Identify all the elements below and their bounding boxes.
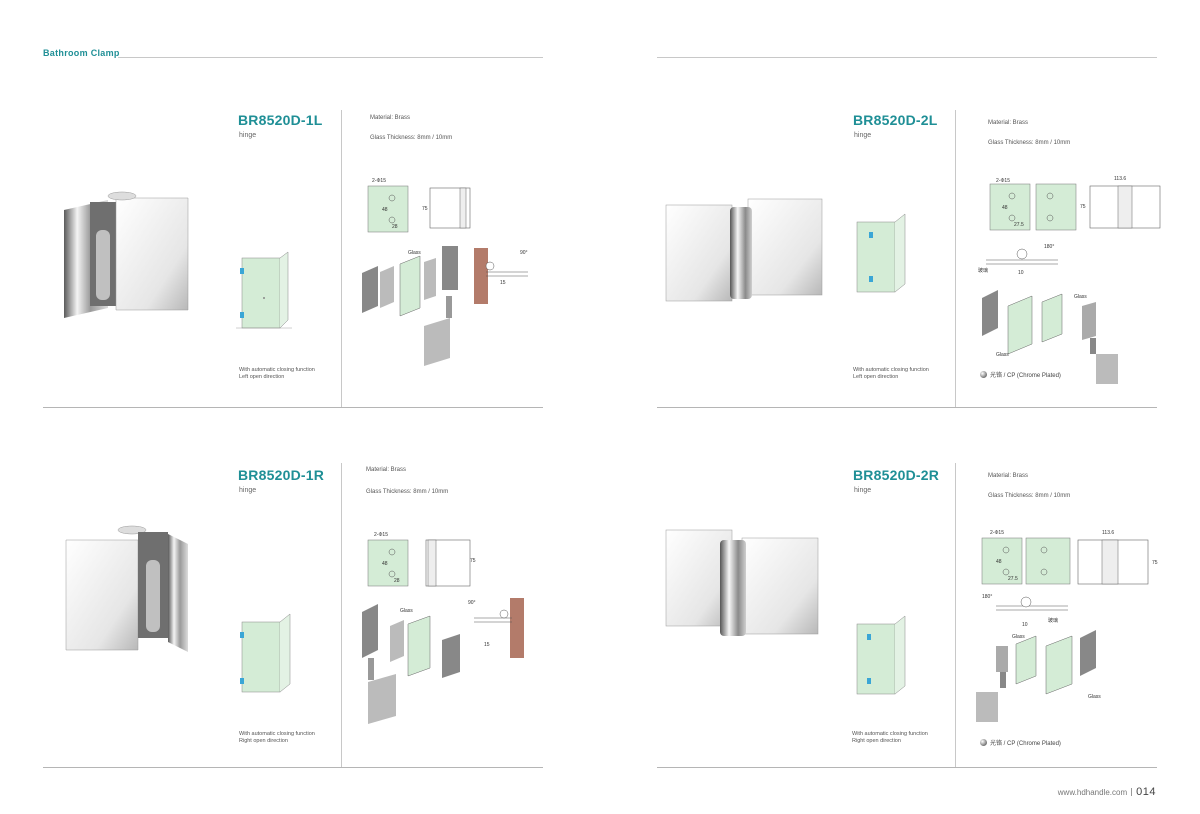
col-divider-3: [341, 463, 342, 767]
col-divider-1: [341, 110, 342, 407]
material-spec: Material: Brass: [988, 473, 1029, 479]
model-number: BR8520D-2L: [853, 112, 938, 128]
dim-a: 48: [382, 207, 388, 213]
dim-cn: 玻璃: [1048, 617, 1058, 624]
dim-c: 10: [1022, 622, 1028, 628]
dim-angle: 90°: [520, 250, 528, 256]
row-divider-left-1: [43, 407, 543, 408]
dim-a: 48: [996, 559, 1002, 565]
row-divider-left-2: [43, 767, 543, 768]
thickness-spec: Glass Thickness: 8mm / 10mm: [370, 135, 453, 141]
row-divider-right-2: [657, 767, 1157, 768]
dim-glass: Glass: [400, 608, 413, 614]
dim-b: 27.5: [1008, 576, 1018, 582]
dim-holes: 2-Φ15: [996, 178, 1010, 184]
feature-note: With automatic closing function Right op…: [852, 731, 928, 744]
section-title: Bathroom Clamp: [43, 48, 120, 58]
page-number: 014: [1136, 786, 1156, 798]
dim-a: 48: [1002, 205, 1008, 211]
dim-glass: Glass: [1074, 294, 1087, 300]
dim-cn: 玻璃: [978, 267, 988, 274]
dim-angle: 180°: [982, 594, 992, 600]
thickness-spec: Glass Thickness: 8mm / 10mm: [366, 489, 449, 495]
dim-glass-2: Glass: [996, 352, 1009, 358]
material-spec: Material: Brass: [988, 120, 1029, 126]
feature-note: With automatic closing function Left ope…: [853, 367, 929, 380]
dim-a: 48: [382, 561, 388, 567]
product-photo: [665, 529, 819, 636]
chrome-swatch-icon: [980, 371, 987, 378]
installation-icon: [856, 615, 906, 695]
material-spec: Material: Brass: [366, 467, 407, 473]
dim-c: 15: [484, 642, 490, 648]
dim-glass-2: Glass: [1088, 694, 1101, 700]
dim-w: 113.6: [1114, 176, 1126, 182]
dim-angle: 90°: [468, 600, 476, 606]
product-type: hinge: [854, 132, 872, 139]
feature-note: With automatic closing function Left ope…: [239, 367, 315, 380]
dim-h: 75: [422, 206, 428, 212]
installation-icon: [856, 213, 906, 293]
technical-drawing: 2-Φ15 48 27.5 113.6 75 180° 10 玻璃 Glass …: [976, 530, 1158, 722]
technical-drawing: 2-Φ15 48 27.5 113.6 75 180° 玻璃 10 Glass …: [978, 176, 1161, 384]
material-spec: Material: Brass: [370, 115, 411, 121]
product-photo: [65, 525, 188, 652]
header-divider-left: [118, 57, 543, 58]
dim-glass: Glass: [408, 250, 421, 256]
thickness-spec: Glass Thickness: 8mm / 10mm: [988, 140, 1071, 146]
installation-icon: [236, 251, 292, 329]
product-photo: [665, 198, 823, 302]
product-type: hinge: [239, 487, 257, 494]
dim-w: 113.6: [1102, 530, 1114, 536]
dim-b: 28: [394, 578, 400, 584]
header-divider-right: [657, 57, 1157, 58]
dim-b: 28: [392, 224, 398, 230]
website-link[interactable]: www.hdhandle.com: [1057, 787, 1128, 797]
thickness-spec: Glass Thickness: 8mm / 10mm: [988, 493, 1071, 499]
dim-holes: 2-Φ15: [374, 532, 388, 538]
dim-h: 75: [1152, 560, 1158, 566]
dim-glass: Glass: [1012, 634, 1025, 640]
product-type: hinge: [239, 132, 257, 139]
dim-h: 75: [1080, 204, 1086, 210]
col-divider-2: [955, 110, 956, 407]
feature-note: With automatic closing function Right op…: [239, 731, 315, 744]
dim-angle: 180°: [1044, 244, 1054, 250]
model-number: BR8520D-2R: [853, 467, 940, 483]
model-number: BR8520D-1L: [238, 112, 323, 128]
model-number: BR8520D-1R: [238, 467, 325, 483]
dim-h: 75: [470, 558, 476, 564]
dim-c: 10: [1018, 270, 1024, 276]
technical-drawing: 2-Φ15 48 28 75 Glass 90° 15: [362, 178, 528, 366]
dim-c: 15: [500, 280, 506, 286]
page-footer: www.hdhandle.com 014: [1058, 786, 1156, 798]
product-photo: [64, 191, 189, 318]
row-divider-right-1: [657, 407, 1157, 408]
dim-b: 27.5: [1014, 222, 1024, 228]
footer-separator: [1131, 788, 1133, 796]
finish-label: 光铬 / CP (Chrome Plated): [980, 370, 1061, 379]
installation-icon: [240, 613, 291, 693]
dim-holes: 2-Φ15: [990, 530, 1004, 536]
col-divider-4: [955, 463, 956, 767]
product-type: hinge: [854, 487, 872, 494]
chrome-swatch-icon: [980, 739, 987, 746]
dim-holes: 2-Φ15: [372, 178, 386, 184]
finish-label: 光铬 / CP (Chrome Plated): [980, 738, 1061, 747]
technical-drawing: 2-Φ15 48 28 75 Glass 90° 15: [362, 532, 524, 724]
